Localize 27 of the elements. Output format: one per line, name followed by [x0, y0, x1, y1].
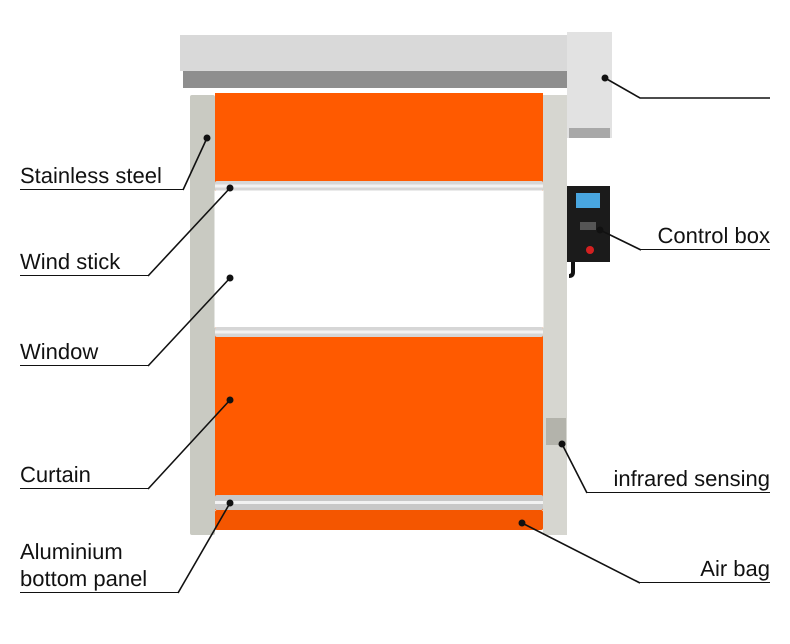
wind-bar — [215, 327, 543, 337]
part-label: Air bag — [640, 553, 770, 583]
motor-housing — [567, 32, 612, 138]
leader-line — [182, 134, 210, 190]
air-bag — [215, 510, 543, 530]
bottom-bar — [215, 495, 543, 510]
sensor-housing — [546, 418, 566, 445]
leader-line — [177, 500, 234, 594]
part-label: Curtain — [20, 459, 148, 489]
leader-line — [147, 396, 234, 490]
part-label: Aluminium bottom panel — [20, 530, 178, 593]
leader-line — [147, 274, 234, 367]
window-panel — [214, 190, 544, 328]
part-label: infrared sensing — [587, 463, 770, 493]
side-post — [190, 95, 215, 535]
leader-line — [596, 226, 642, 251]
leader-line — [602, 74, 770, 99]
part-label: Control box — [641, 220, 770, 250]
leader-line — [518, 520, 640, 584]
leader-line — [147, 184, 234, 277]
control-box — [567, 186, 610, 278]
part-label: Window — [20, 336, 148, 366]
wind-bar — [215, 181, 543, 191]
part-label: Stainless steel — [20, 160, 183, 190]
door-curtain — [214, 93, 544, 510]
part-label: Wind stick — [20, 246, 148, 276]
leader-line — [558, 440, 588, 494]
